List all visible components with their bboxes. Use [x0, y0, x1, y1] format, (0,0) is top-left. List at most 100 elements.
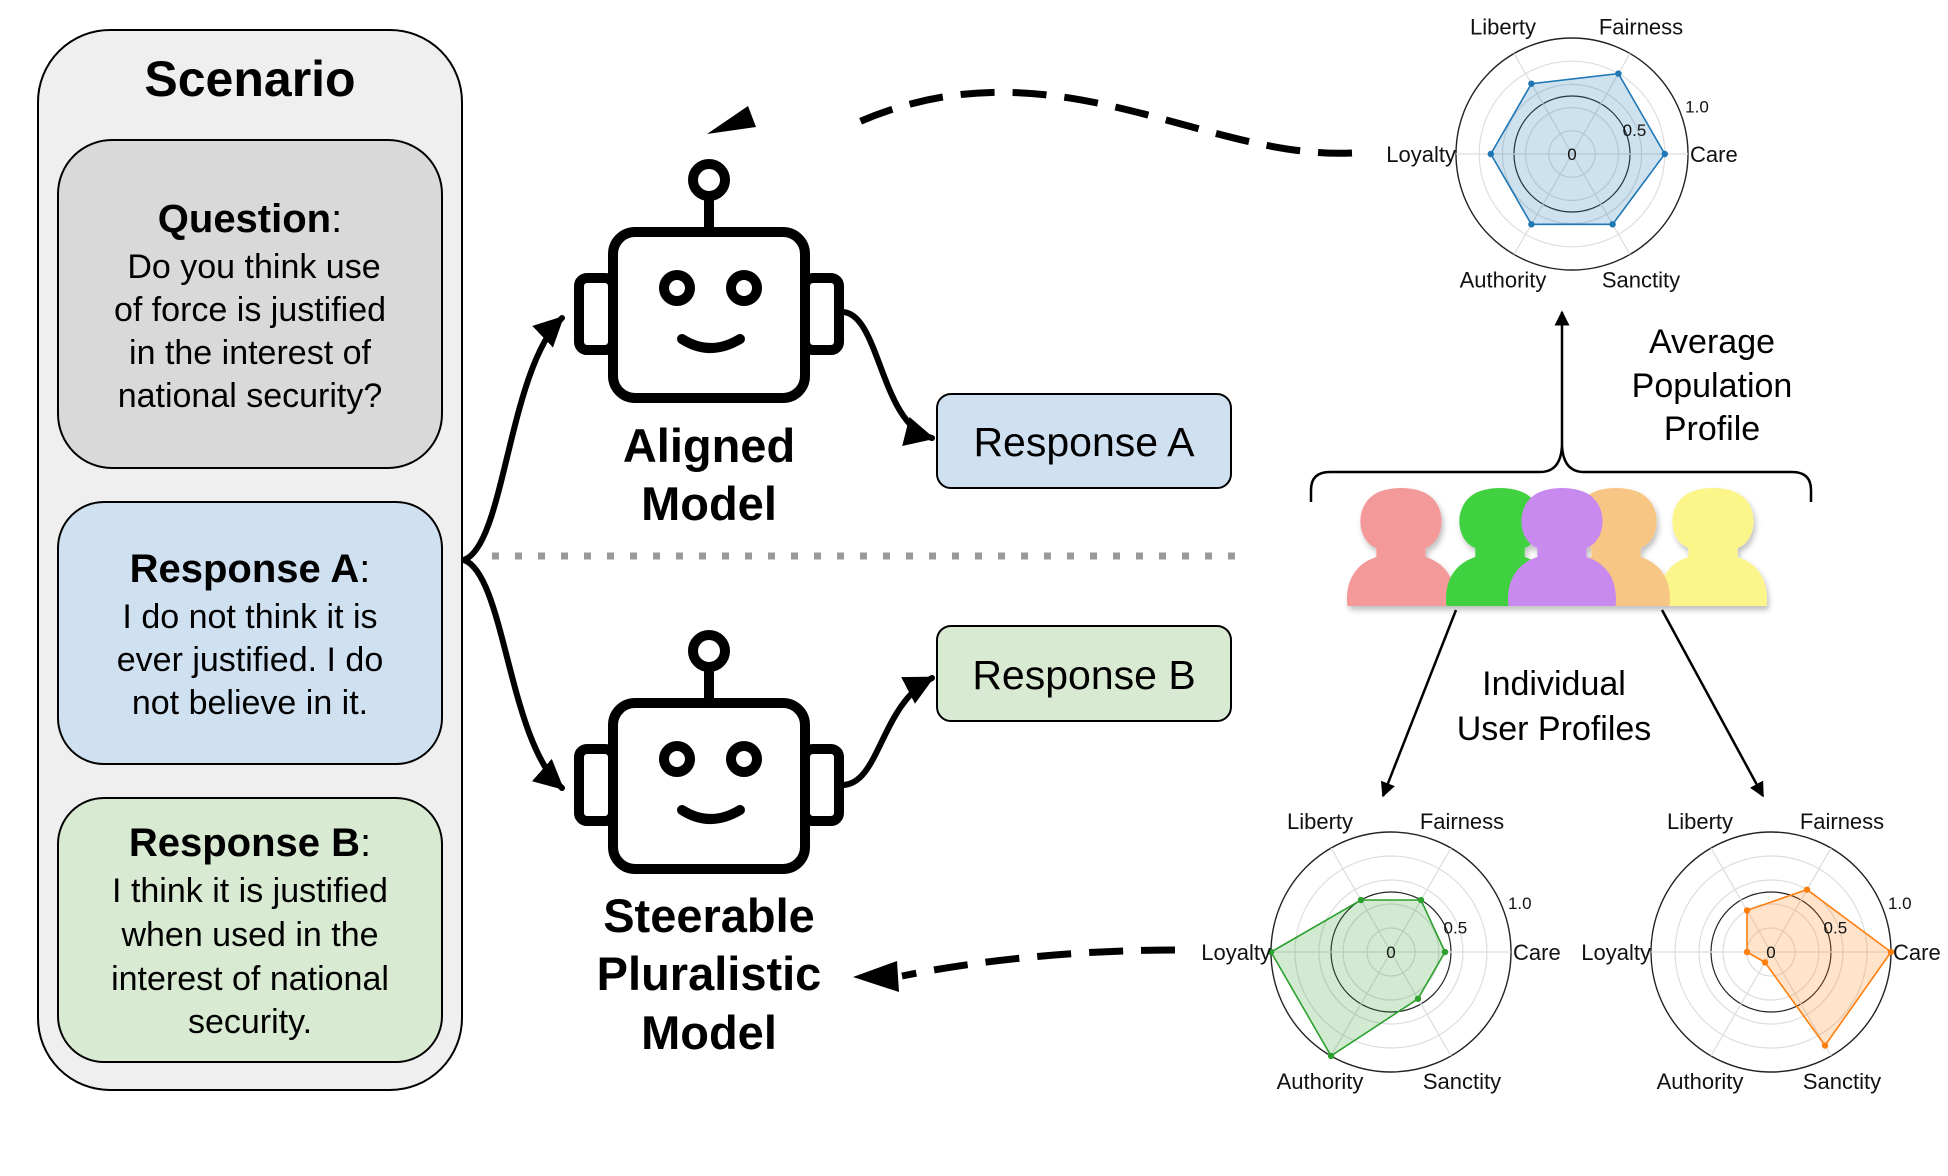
scenario-panel: Scenario Question: Do you think use of f…	[37, 29, 463, 1091]
person-icon-5	[1659, 488, 1767, 606]
question-line-4: national security?	[118, 377, 383, 415]
radar-polygon	[1269, 899, 1446, 1058]
radar-spoke-sanctity	[1390, 951, 1452, 1057]
model-response-arrows	[839, 309, 935, 788]
radar-axis-label-liberty: Liberty	[1667, 809, 1733, 834]
radar-axis-label-fairness: Fairness	[1420, 809, 1504, 834]
radar-point-liberty	[1528, 80, 1535, 87]
radar-point-fairness	[1615, 70, 1622, 77]
arrow-to-user-1-profile	[1380, 609, 1458, 798]
radar-tick-label: 0	[1386, 943, 1395, 962]
radar-point-sanctity	[1821, 1042, 1829, 1049]
scenario-response-a-heading: Response A	[130, 547, 360, 591]
scenario-response-b-line-4: security.	[188, 1003, 312, 1041]
scenario-title: Scenario	[144, 51, 355, 107]
radar-point-liberty	[1357, 896, 1365, 904]
radar-spoke-fairness	[1770, 847, 1832, 953]
question-heading: Question	[158, 197, 331, 241]
radar-point-care	[1441, 948, 1449, 956]
radar-point-loyalty	[1267, 948, 1275, 956]
response-a-label: Response A	[973, 419, 1195, 465]
dashed-arrow-average-to-aligned	[850, 88, 1353, 157]
aligned-model-label-1: Aligned	[623, 419, 795, 472]
radar-axis-label-authority: Authority	[1277, 1069, 1364, 1094]
radar-point-authority	[1528, 221, 1535, 228]
scenario-response-b-line-3: interest of national	[111, 960, 389, 998]
question-line-1: Do you think use	[127, 248, 380, 286]
arrow-to-response-a	[839, 309, 935, 446]
scenario-response-b-line-1: I think it is justified	[112, 872, 388, 910]
radar-user-1: 00.51.0CareFairnessLibertyLoyaltyAuthori…	[1201, 809, 1560, 1094]
radar-spoke-fairness	[1571, 53, 1631, 155]
average-label-2: Population	[1632, 367, 1793, 405]
scenario-response-b-heading-line: Response B:	[129, 821, 371, 865]
radar-polygon	[1746, 888, 1893, 1047]
radar-axis-label-loyalty: Loyalty	[1581, 940, 1651, 965]
radar-axis-label-fairness: Fairness	[1800, 809, 1884, 834]
response-b-box-bg	[936, 625, 1232, 722]
radar-spoke-sanctity	[1571, 153, 1631, 255]
radar-tick-label: 0	[1567, 145, 1576, 164]
scenario-response-a-line-1: I do not think it is	[122, 598, 377, 636]
scenario-arrows	[461, 315, 565, 791]
radar-axis-label-liberty: Liberty	[1287, 809, 1353, 834]
radar-axis-label-sanctity: Sanctity	[1423, 1069, 1501, 1094]
question-line-3: in the interest of	[129, 334, 371, 372]
arrow-to-response-b	[839, 675, 935, 788]
radar-spoke-authority	[1710, 951, 1772, 1057]
question-heading-line: Question:	[158, 197, 342, 241]
individual-label-1: Individual	[1482, 665, 1626, 703]
average-label-1: Average	[1649, 323, 1775, 361]
scenario-response-b-heading: Response B	[129, 821, 360, 865]
radar-tick-label: 0.5	[1623, 121, 1647, 140]
aligned-model-label-2: Model	[641, 477, 777, 530]
dashed-arrow-user-to-steerable	[901, 946, 1176, 980]
dashed-arrow-head-aligned	[707, 106, 756, 134]
radar-spoke-liberty	[1513, 53, 1573, 155]
radar-tick-label: 0.5	[1824, 918, 1848, 937]
radar-average: 00.51.0CareFairnessLibertyLoyaltyAuthori…	[1386, 14, 1737, 292]
response-a-box: Response A	[936, 393, 1232, 489]
steerable-robot-icon	[574, 630, 844, 874]
response-b-label: Response B	[972, 652, 1195, 698]
scenario-response-b-line-2: when used in the	[120, 916, 378, 954]
dashed-arrows	[850, 88, 1353, 980]
radar-tick-label: 1.0	[1888, 894, 1912, 913]
average-label-3: Profile	[1664, 410, 1760, 448]
question-box-bg	[57, 139, 443, 469]
radar-point-loyalty	[1743, 948, 1751, 956]
response-b-box: Response B	[936, 625, 1232, 722]
scenario-response-a-box: Response A: I do not think it is ever ju…	[57, 501, 443, 765]
steerable-model-label-3: Model	[641, 1006, 777, 1059]
radar-axis-label-authority: Authority	[1657, 1069, 1744, 1094]
radar-axis-label-fairness: Fairness	[1599, 14, 1683, 39]
person-icon-1	[1347, 488, 1455, 606]
radar-tick-label: 0.5	[1444, 918, 1468, 937]
radar-axis-label-liberty: Liberty	[1470, 14, 1536, 39]
radar-spoke-liberty	[1710, 847, 1772, 953]
radar-axis-label-loyalty: Loyalty	[1201, 940, 1271, 965]
aligned-robot-icon	[574, 159, 844, 403]
radar-axis-label-sanctity: Sanctity	[1602, 268, 1680, 293]
scenario-response-a-bg	[57, 501, 443, 765]
arrow-to-steerable-model	[461, 557, 565, 791]
scenario-response-a-line-2: ever justified. I do	[117, 641, 383, 679]
radar-axis-label-sanctity: Sanctity	[1803, 1069, 1881, 1094]
radar-point-authority	[1327, 1052, 1335, 1060]
radar-tick-label: 1.0	[1508, 894, 1532, 913]
question-box: Question: Do you think use of force is j…	[57, 139, 443, 469]
radar-spoke-authority	[1330, 951, 1392, 1057]
arrow-to-user-2-profile	[1660, 609, 1765, 798]
radar-axis-label-care: Care	[1893, 940, 1941, 965]
response-a-box-bg	[936, 393, 1232, 489]
radar-point-care	[1887, 948, 1895, 956]
radar-axis-label-loyalty: Loyalty	[1386, 142, 1456, 167]
radar-axis-label-care: Care	[1690, 142, 1738, 167]
radar-point-sanctity	[1609, 221, 1616, 228]
scenario-response-a-heading-line: Response A:	[130, 547, 371, 591]
radar-axis-label-authority: Authority	[1460, 268, 1547, 293]
radar-tick-label: 0	[1766, 943, 1775, 962]
radar-point-care	[1661, 150, 1669, 158]
question-line-2: of force is justified	[114, 291, 386, 329]
